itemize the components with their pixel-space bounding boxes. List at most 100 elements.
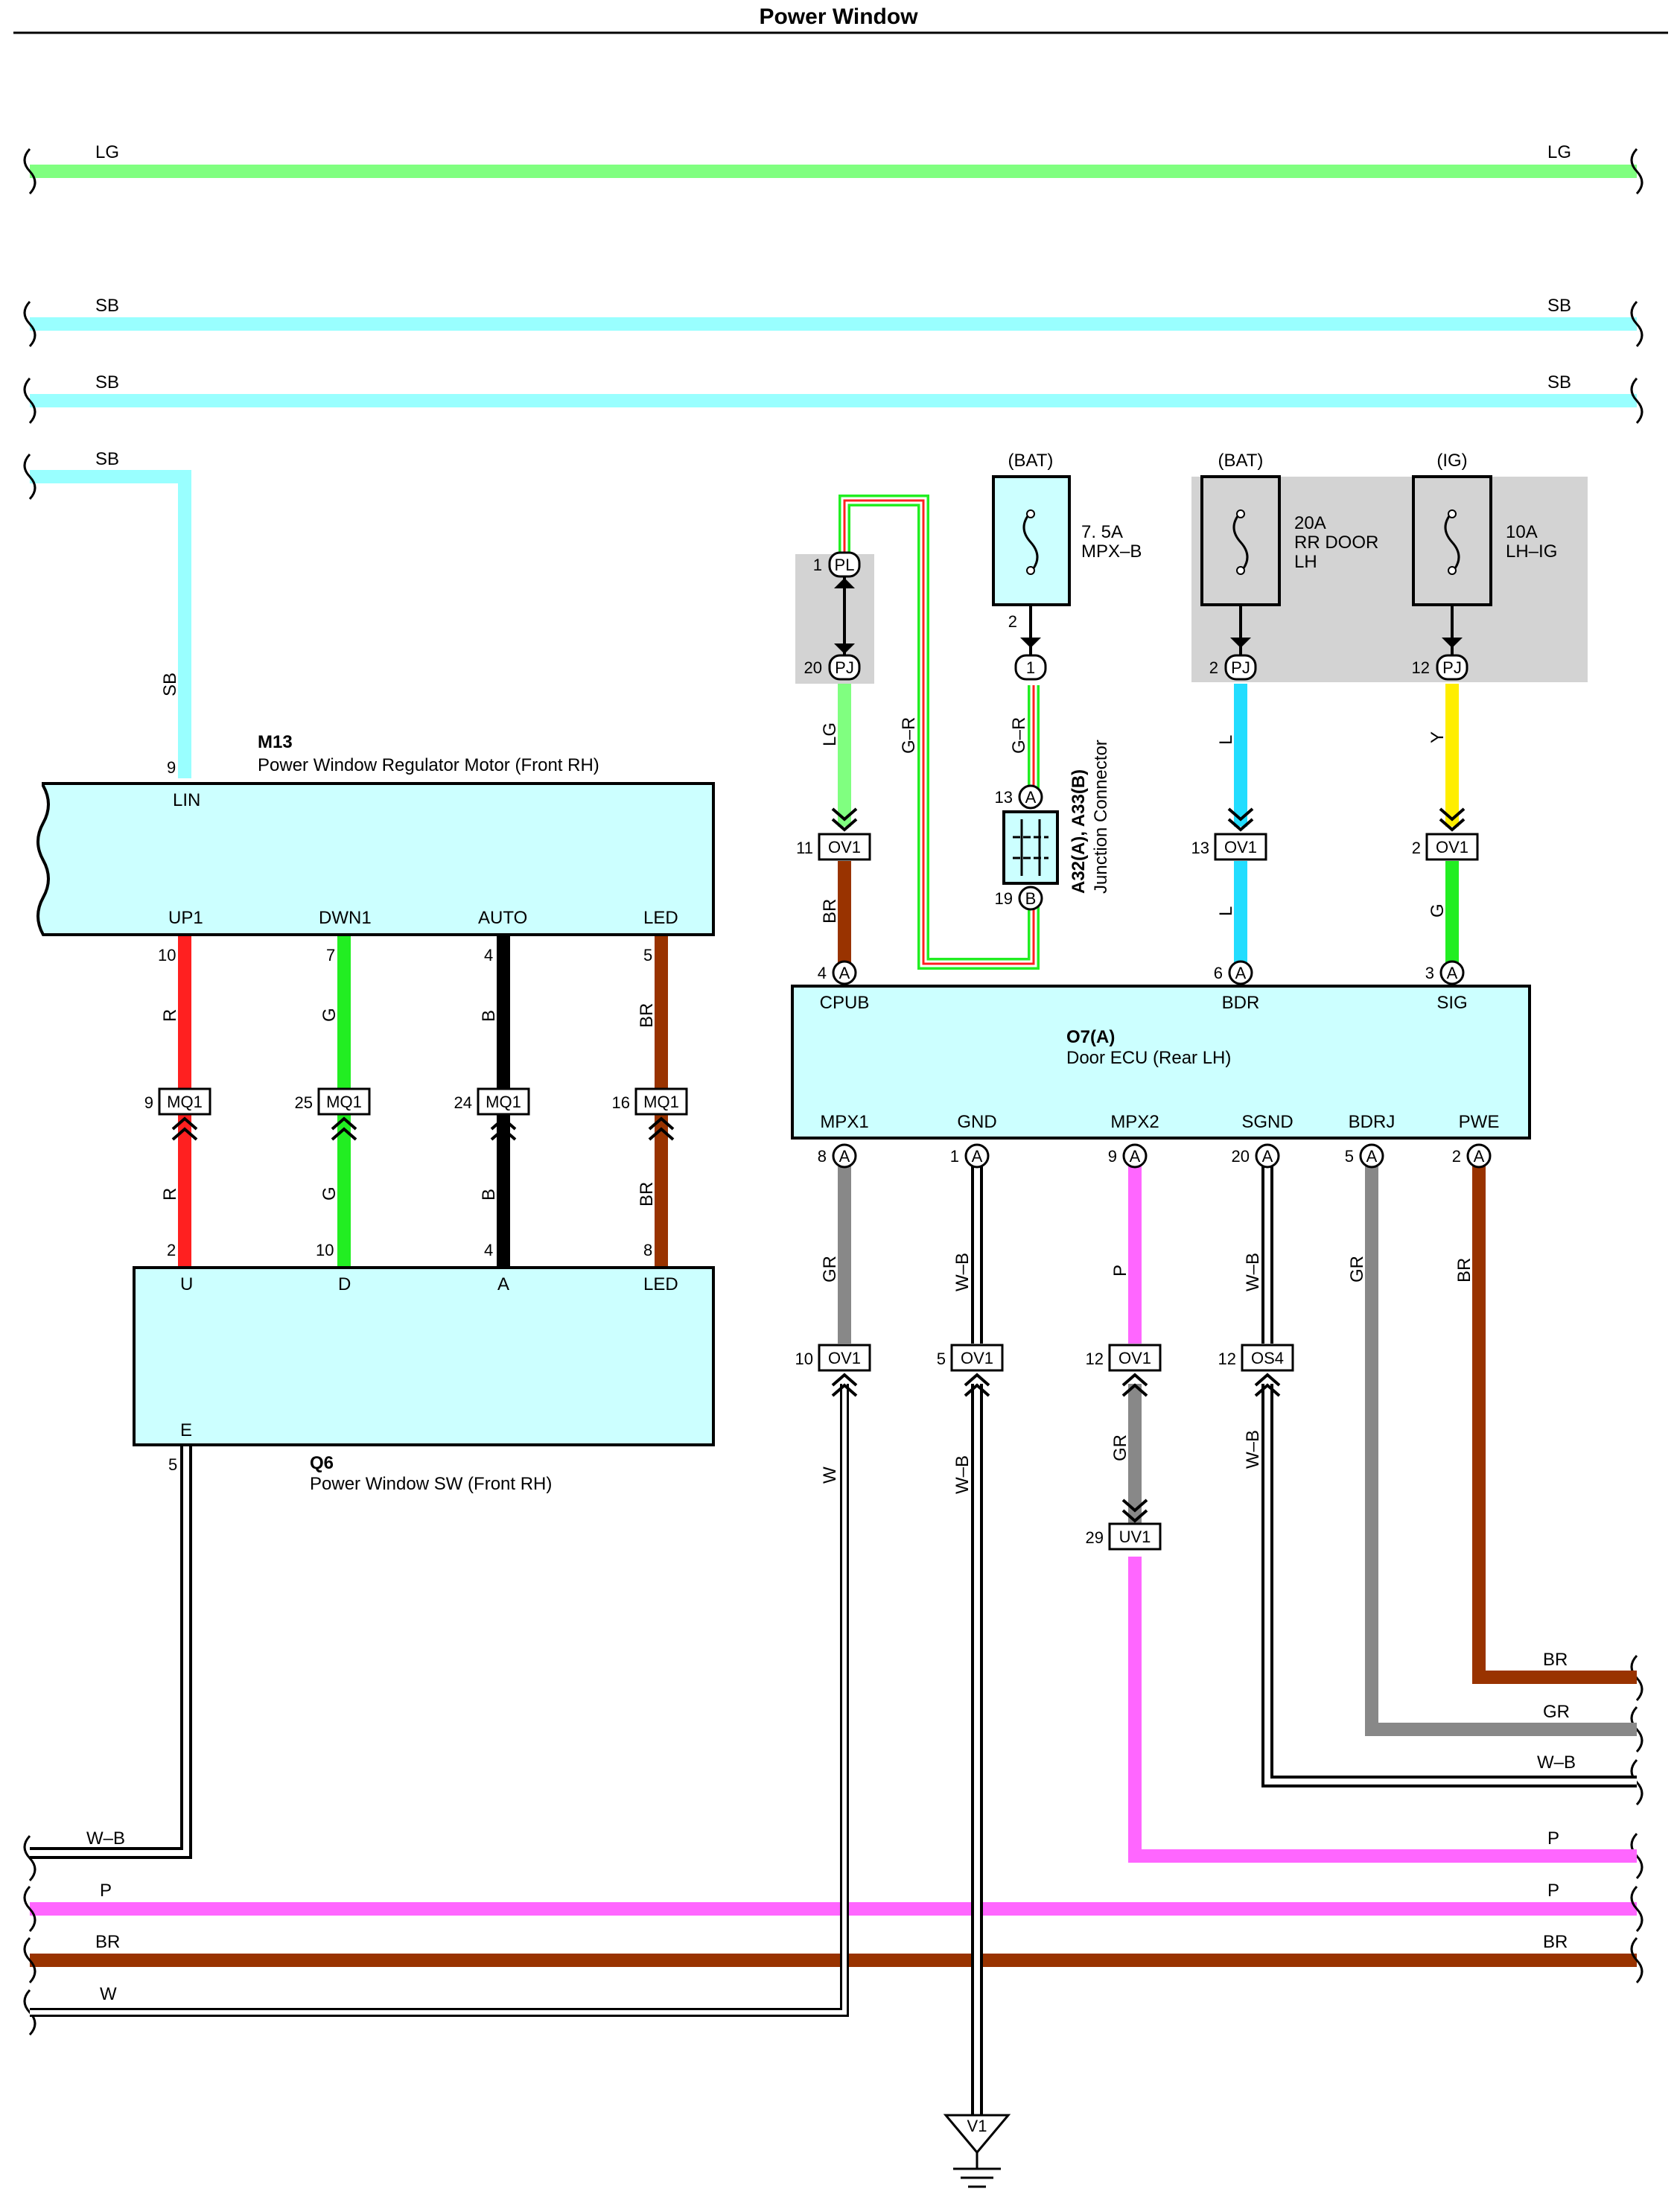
svg-text:MQ1: MQ1	[486, 1093, 521, 1111]
fuse-lhig: (IG) 10A LH–IG PJ 12	[1412, 451, 1557, 681]
svg-text:OV1: OV1	[1224, 838, 1257, 856]
m13-pin-num-dwn1: 7	[326, 946, 335, 964]
o7-name: Door ECU (Rear LH)	[1066, 1048, 1231, 1068]
svg-text:19: 19	[995, 889, 1013, 908]
svg-text:24: 24	[454, 1093, 472, 1112]
fuse-lhig-wire: Y	[1428, 731, 1448, 743]
svg-text:2: 2	[1008, 612, 1017, 631]
svg-text:GR: GR	[820, 1256, 840, 1283]
svg-text:9: 9	[144, 1093, 153, 1112]
q6-pin-num-u: 2	[167, 1241, 176, 1259]
svg-text:A: A	[1235, 964, 1247, 982]
ground-v1: V1	[943, 2114, 1011, 2188]
svg-text:PL: PL	[835, 556, 855, 574]
svg-text:W: W	[820, 1466, 840, 1484]
svg-text:MQ1: MQ1	[643, 1093, 679, 1111]
q6-code: Q6	[310, 1453, 334, 1473]
page-title: Power Window	[759, 4, 918, 29]
bus-sb-3	[30, 470, 191, 778]
svg-text:8: 8	[818, 1147, 827, 1166]
svg-text:PJ: PJ	[835, 658, 854, 677]
svg-text:A32(A), A33(B): A32(A), A33(B)	[1069, 769, 1089, 894]
svg-text:2: 2	[1209, 658, 1218, 677]
svg-text:25: 25	[295, 1093, 313, 1112]
m13-box	[36, 782, 715, 936]
svg-text:W–B: W–B	[1243, 1253, 1263, 1291]
junction-connector: A 13 B 19 A32(A), A33(B) Junction Connec…	[995, 740, 1111, 911]
svg-text:OV1: OV1	[1118, 1349, 1151, 1367]
bus-wires	[30, 165, 1637, 1967]
svg-text:LH–IG: LH–IG	[1506, 541, 1557, 562]
svg-text:20: 20	[804, 658, 822, 677]
svg-text:P: P	[1110, 1265, 1130, 1277]
svg-text:OS4: OS4	[1251, 1349, 1284, 1367]
svg-text:A: A	[1262, 1147, 1273, 1166]
svg-text:P: P	[1547, 1828, 1559, 1849]
svg-text:SB: SB	[95, 449, 119, 469]
q6-name: Power Window SW (Front RH)	[310, 1474, 552, 1494]
svg-text:MPX1: MPX1	[820, 1112, 868, 1132]
svg-text:B: B	[479, 1189, 499, 1201]
o7-bottom-pin-labels: MPX1 GND MPX2 SGND BDRJ PWE	[820, 1112, 1499, 1132]
fuse-rrdoor-wire: L	[1216, 735, 1236, 745]
m13-pin-up1: UP1	[168, 908, 203, 928]
svg-text:20A: 20A	[1294, 513, 1326, 533]
svg-text:BR: BR	[95, 1932, 120, 1952]
svg-text:BR: BR	[637, 1003, 657, 1028]
q6-pin-num-e: 5	[168, 1455, 177, 1474]
svg-text:(IG): (IG)	[1436, 451, 1467, 471]
svg-text:MPX2: MPX2	[1110, 1112, 1159, 1132]
pl-pj-wire-lg: LG	[820, 722, 840, 746]
svg-text:12: 12	[1412, 658, 1430, 677]
svg-text:G: G	[319, 1008, 340, 1022]
q6-pin-led: LED	[643, 1274, 678, 1294]
svg-text:OV1: OV1	[828, 1349, 861, 1367]
svg-text:OV1: OV1	[828, 838, 861, 856]
svg-text:10: 10	[795, 1350, 813, 1368]
svg-text:G: G	[319, 1186, 340, 1201]
svg-text:7. 5A: 7. 5A	[1081, 522, 1123, 542]
svg-text:SB: SB	[1547, 296, 1571, 316]
q6-pin-num-led: 8	[643, 1241, 652, 1259]
bus-labels: LG LG SB SB SB SB SB W–B P BR W BR GR W–…	[86, 142, 1576, 2004]
lower-connectors: OV1 OV1 OV1 OS4 10 5 12 12 UV1 29	[795, 1344, 1294, 1551]
q6-pin-num-a: 4	[484, 1241, 493, 1259]
svg-text:LH: LH	[1294, 552, 1317, 572]
svg-text:1: 1	[1026, 658, 1035, 677]
svg-text:10A: 10A	[1506, 522, 1538, 542]
o7-code: O7(A)	[1066, 1027, 1115, 1047]
svg-text:2: 2	[1412, 839, 1421, 857]
svg-text:GR: GR	[1110, 1434, 1130, 1461]
svg-text:A: A	[972, 1147, 983, 1166]
svg-text:L: L	[1216, 906, 1236, 916]
q6-box	[133, 1266, 715, 1446]
svg-text:13: 13	[1191, 839, 1209, 857]
svg-text:SB: SB	[1547, 372, 1571, 392]
svg-text:SB: SB	[95, 296, 119, 316]
svg-text:A: A	[1447, 964, 1458, 982]
m13-code: M13	[258, 732, 293, 752]
svg-text:PJ: PJ	[1442, 658, 1462, 677]
svg-text:20: 20	[1232, 1147, 1250, 1166]
svg-text:MQ1: MQ1	[167, 1093, 203, 1111]
m13-name: Power Window Regulator Motor (Front RH)	[258, 755, 599, 775]
svg-text:V1: V1	[967, 2117, 987, 2135]
o7-top-pins: A A A 4 6 3	[818, 960, 1465, 985]
svg-text:BR: BR	[1543, 1650, 1568, 1670]
svg-text:5: 5	[1345, 1147, 1354, 1166]
o7-bottom-pins: A A A A A A 8 1 9 20 5 2	[818, 1143, 1492, 1169]
wire-gr-loop	[838, 495, 1040, 970]
svg-text:RR DOOR: RR DOOR	[1294, 533, 1378, 553]
m13-pin-num-led: 5	[643, 946, 652, 964]
svg-text:2: 2	[1452, 1147, 1461, 1166]
svg-text:GR: GR	[1347, 1256, 1367, 1283]
q6-pin-a: A	[497, 1274, 509, 1294]
svg-text:W–B: W–B	[952, 1253, 973, 1291]
svg-text:GND: GND	[957, 1112, 996, 1132]
svg-text:PJ: PJ	[1231, 658, 1250, 677]
wire-sgnd-wb	[1261, 1163, 1637, 1787]
q6-pin-u: U	[180, 1274, 193, 1294]
svg-text:13: 13	[995, 788, 1013, 807]
svg-text:P: P	[1547, 1881, 1559, 1901]
